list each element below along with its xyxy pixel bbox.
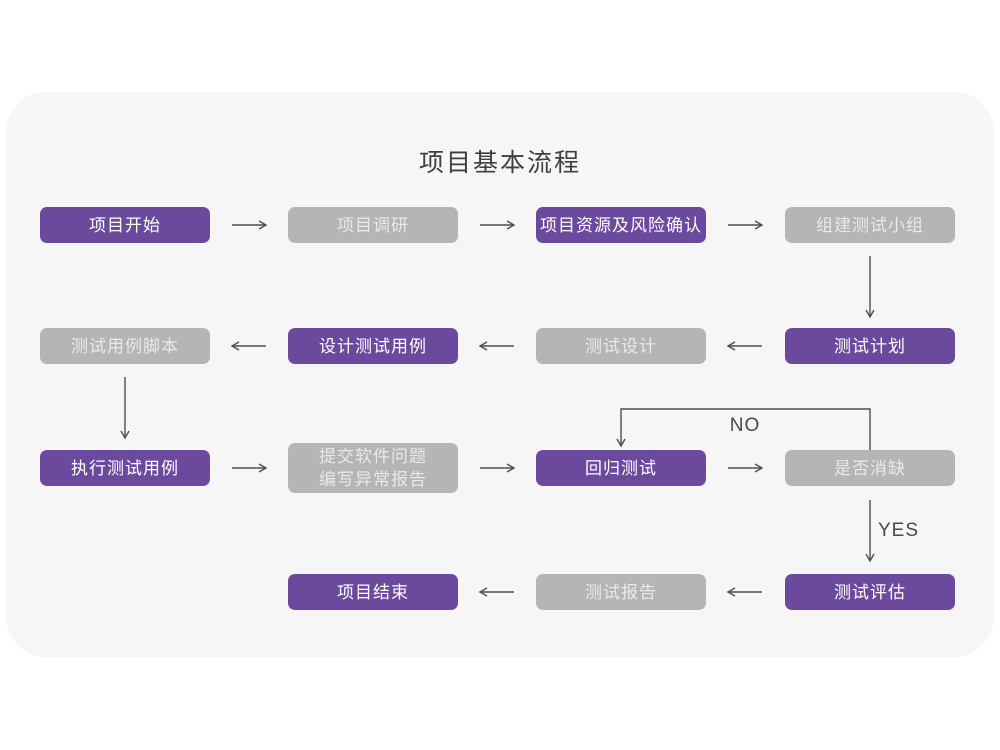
flow-node-regression-test: 回归测试 (536, 450, 706, 486)
flow-node-label: 回归测试 (585, 458, 657, 478)
flow-node-test-case-script: 测试用例脚本 (40, 328, 210, 364)
flow-node-project-start: 项目开始 (40, 207, 210, 243)
flow-node-label: 项目资源及风险确认 (540, 215, 702, 235)
flow-node-label: 项目结束 (337, 582, 409, 602)
flow-node-label: 测试评估 (834, 582, 906, 602)
flow-node-test-plan: 测试计划 (785, 328, 955, 364)
flow-node-execute-test-case: 执行测试用例 (40, 450, 210, 486)
flow-node-label: 编写异常报告 (319, 470, 427, 489)
flow-node-label: 是否消缺 (834, 458, 906, 478)
flow-node-test-evaluate: 测试评估 (785, 574, 955, 610)
flow-node-label: 测试用例脚本 (71, 336, 179, 356)
flow-node-label: 执行测试用例 (71, 458, 179, 478)
flow-node-label: 项目开始 (89, 215, 161, 235)
edge-label-yes: YES (878, 520, 920, 541)
flow-node-build-test-team: 组建测试小组 (785, 207, 955, 243)
flow-node-label: 项目调研 (337, 215, 409, 235)
flowchart-card (6, 92, 994, 657)
page-title: 项目基本流程 (418, 149, 581, 177)
flow-node-label: 提交软件问题 (319, 447, 427, 466)
flow-node-label: 设计测试用例 (319, 336, 427, 356)
flow-node-label: 测试设计 (585, 336, 657, 356)
flow-node-project-end: 项目结束 (288, 574, 458, 610)
flow-node-label: 组建测试小组 (816, 215, 924, 235)
flow-node-test-design: 测试设计 (536, 328, 706, 364)
flow-node-test-report: 测试报告 (536, 574, 706, 610)
flow-node-submit-issue-report: 提交软件问题编写异常报告 (288, 443, 458, 493)
edge-label-no: NO (729, 415, 761, 436)
flow-node-label: 测试计划 (834, 336, 906, 356)
flow-node-defect-cleared: 是否消缺 (785, 450, 955, 486)
flow-node-design-test-case: 设计测试用例 (288, 328, 458, 364)
flow-node-project-research: 项目调研 (288, 207, 458, 243)
flow-node-label: 测试报告 (585, 582, 657, 602)
flow-node-resource-risk-confirm: 项目资源及风险确认 (536, 207, 706, 243)
